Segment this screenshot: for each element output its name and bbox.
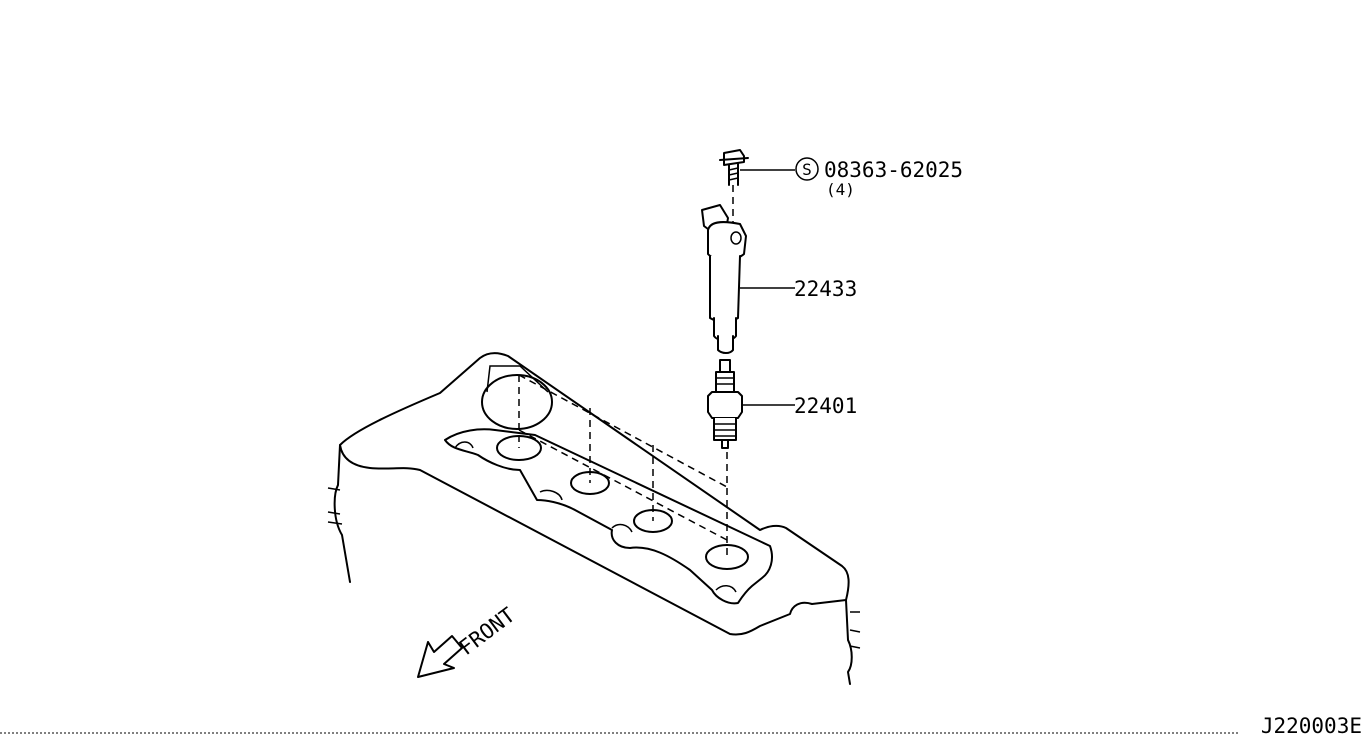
spark-plug-part-number[interactable]: 22401 [794,394,857,418]
standard-part-symbol: S [802,160,812,179]
bolt-part[interactable] [719,149,749,240]
ignition-coil-part-number[interactable]: 22433 [794,277,857,301]
bolt-quantity: (4) [826,180,855,199]
front-direction-indicator: FRONT [417,603,520,678]
cylinder-head-cover [327,352,861,685]
spark-plug-part[interactable] [707,359,743,449]
front-label: FRONT [455,603,520,660]
standard-part-symbol-icon [795,157,819,181]
drawing-code: J220003E [1261,714,1362,736]
bolt-part-number: 08363-62025 [824,158,963,182]
front-arrow-icon [417,635,463,678]
ignition-coil-part[interactable] [701,204,747,354]
bolt-callout[interactable]: S 08363-62025 (4) [795,157,963,199]
